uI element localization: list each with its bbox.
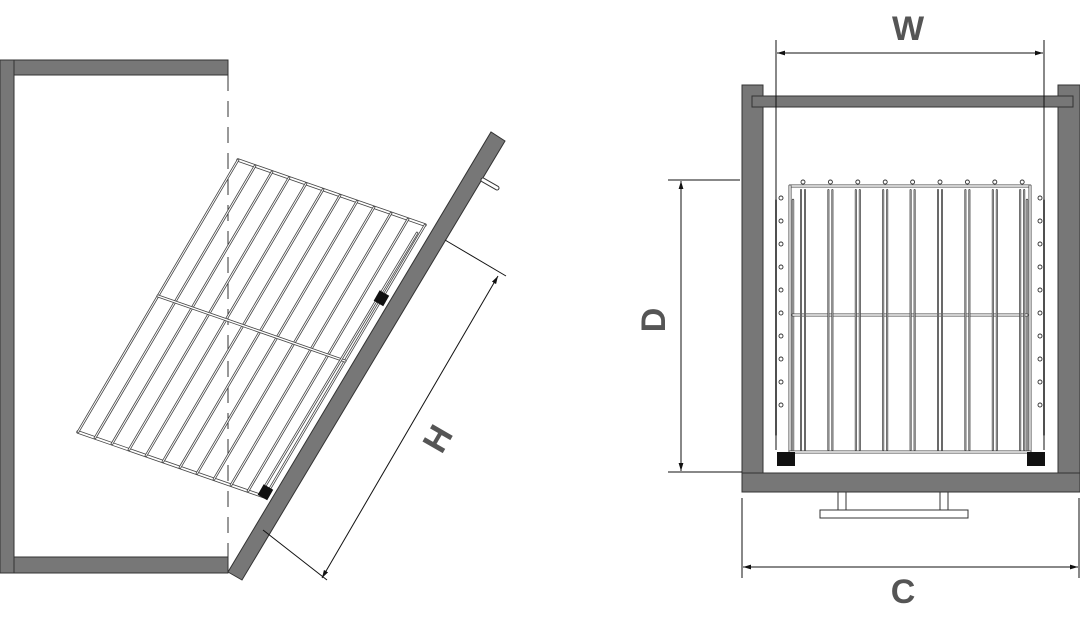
wire-end-dot (992, 179, 998, 185)
wire-end-dot (778, 241, 784, 247)
cabinet-right-wall (1057, 84, 1080, 476)
wire-end-dot (827, 179, 833, 185)
basket-cross-bar (157, 295, 346, 362)
cabinet-width-label: C (891, 573, 916, 611)
wire-end-dot (778, 218, 784, 224)
cabinet-bottom-panel (741, 472, 1080, 493)
extension-line (262, 529, 328, 581)
basket-frame-edge (77, 431, 266, 498)
height-dimension-line (321, 275, 499, 579)
depth-dimension: D (635, 179, 742, 473)
door-handle (819, 491, 969, 519)
basket-back-rail (260, 232, 418, 494)
wire-end-dot (1019, 179, 1025, 185)
wire-end-dot (1037, 310, 1043, 316)
wire-end-dot (964, 179, 970, 185)
wire-end-dot (882, 179, 888, 185)
wire-end-dot (1037, 402, 1043, 408)
extension-line (444, 239, 507, 277)
wire-end-dot (1037, 218, 1043, 224)
basket-frame-edge (237, 159, 426, 226)
height-label: H (416, 419, 461, 459)
wire-basket-front (775, 179, 1045, 454)
wire-end-dot (1037, 195, 1043, 201)
cabinet-top-panel (13, 59, 229, 76)
wire-end-dot (778, 264, 784, 270)
height-dimension: H (262, 239, 507, 581)
cabinet-bottom-panel (13, 556, 229, 574)
wire-end-dot (1037, 333, 1043, 339)
wire-end-dot (778, 310, 784, 316)
wire-end-dot (800, 179, 806, 185)
cabinet-width-dimension: C (741, 498, 1080, 611)
wire-end-dot (937, 179, 943, 185)
wire-end-dot (1037, 264, 1043, 270)
mounting-clip-lower (257, 484, 274, 501)
wire-end-dot (1037, 379, 1043, 385)
cabinet-side-wall (0, 59, 15, 574)
wire-end-dot (778, 356, 784, 362)
front-view: W D C (635, 10, 1080, 611)
wire-end-dot (778, 379, 784, 385)
top-rail (751, 95, 1074, 108)
wire-end-dot (1037, 287, 1043, 293)
wire-basket-tilted (76, 158, 427, 499)
wire-end-dot (778, 287, 784, 293)
wire-end-dot (778, 333, 784, 339)
wire-end-dot (1037, 241, 1043, 247)
wire-end-dot (1037, 356, 1043, 362)
basket-foot-left (777, 452, 795, 466)
wire-end-dot (855, 179, 861, 185)
top-view-open-door: H (0, 59, 507, 581)
wire-end-dot (778, 195, 784, 201)
width-dimension: W (775, 10, 1045, 450)
open-door-panel (227, 131, 506, 581)
door-hinge-pin (480, 177, 500, 191)
wire-end-dot (910, 179, 916, 185)
width-label: W (892, 10, 925, 48)
cabinet-left-wall (741, 84, 764, 476)
wire-end-dot (778, 402, 784, 408)
depth-label: D (635, 308, 673, 333)
basket-foot-right (1027, 452, 1045, 466)
